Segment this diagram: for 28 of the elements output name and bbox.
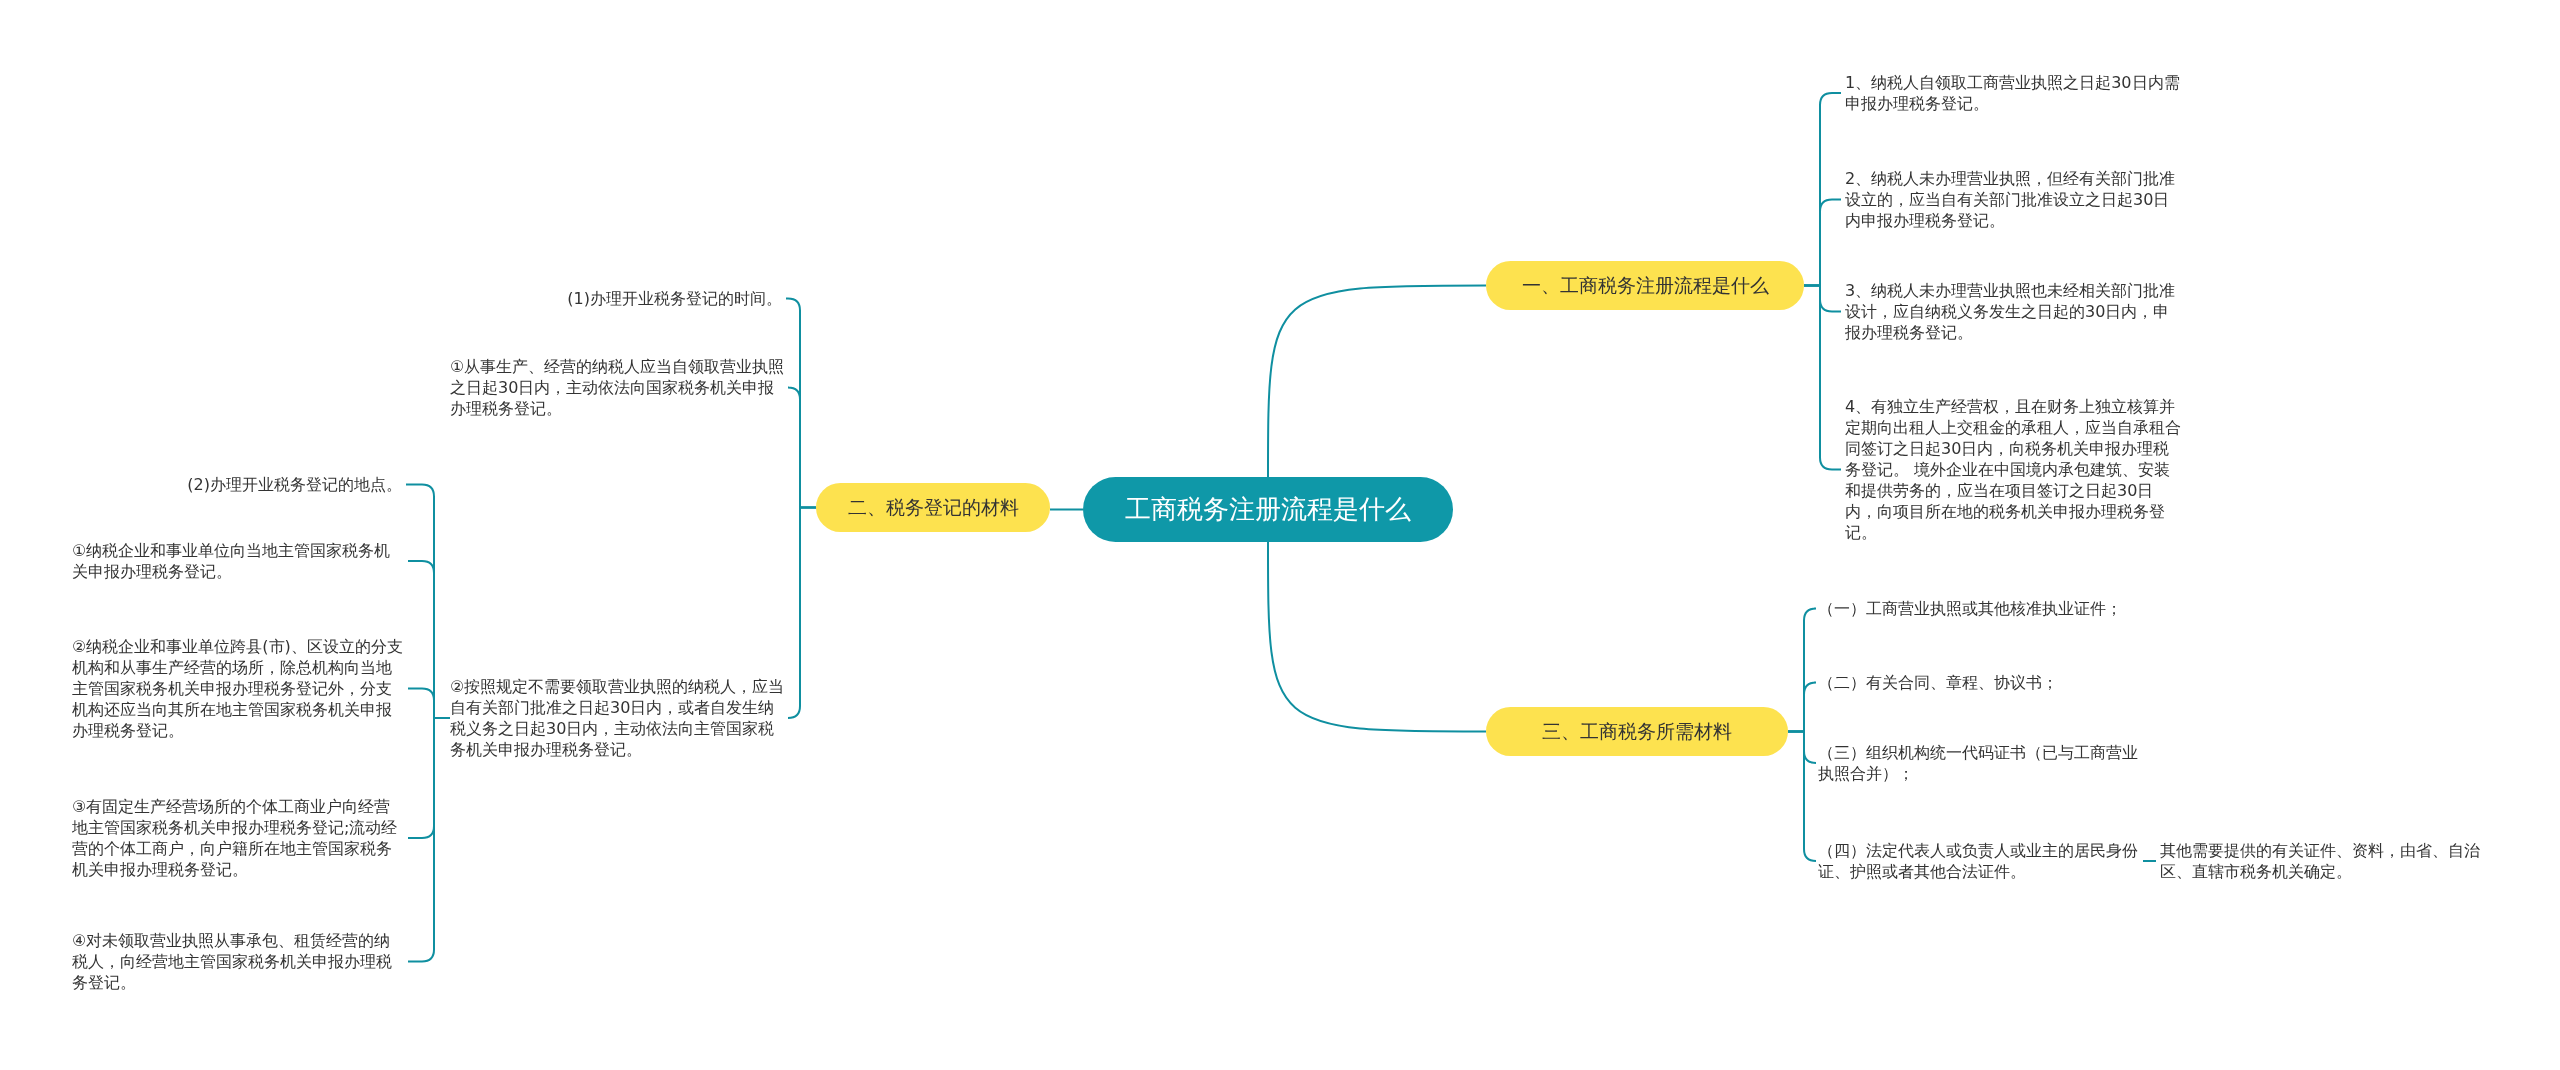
- text-note: ①纳税企业和事业单位向当地主管国家税务机关申报办理税务登记。: [72, 540, 404, 582]
- connector-line: [787, 506, 817, 719]
- text-note: 3、纳税人未办理营业执照也未经相关部门批准设计，应自纳税义务发生之日起的30日内，申报办理税务登记。: [1845, 280, 2185, 343]
- text-note: ③有固定生产经营场所的个体工商业户向经营地主管国家税务机关申报办理税务登记;流动经营的个体工商户，向户籍所在地主管国家税务机关申报办理税务登记。: [72, 796, 404, 880]
- text-note: （二）有关合同、章程、协议书；: [1818, 672, 2143, 693]
- text-note: (1)办理开业税务登记的时间。: [520, 288, 782, 309]
- branch-topic: 三、工商税务所需材料: [1486, 707, 1788, 756]
- text-note: 其他需要提供的有关证件、资料，由省、自治区、直辖市税务机关确定。: [2160, 840, 2500, 882]
- connector-line: [1267, 284, 1487, 478]
- text-note: （三）组织机构统一代码证书（已与工商营业执照合并）；: [1818, 742, 2143, 784]
- text-note: 1、纳税人自领取工商营业执照之日起30日内需申报办理税务登记。: [1845, 72, 2185, 114]
- text-note: ②按照规定不需要领取营业执照的纳税人，应当自有关部门批准之日起30日内，或者自发生纳税义务之日起30日内，主动依法向主管国家税务机关申报办理税务登记。: [450, 676, 785, 760]
- connector-line: [2142, 860, 2157, 862]
- branch-topic: 一、工商税务注册流程是什么: [1486, 261, 1804, 310]
- text-note: ②纳税企业和事业单位跨县(市)、区设立的分支机构和从事生产经营的场所，除总机构向当地主管国家税务机关申报办理税务登记外，分支机构还应当向其所在地主管国家税务机关申报办理税务登记。: [72, 636, 404, 741]
- connector-line: [1049, 508, 1084, 511]
- text-note: （一）工商营业执照或其他核准执业证件；: [1818, 598, 2143, 619]
- text-note: ④对未领取营业执照从事承包、租赁经营的纳税人，向经营地主管国家税务机关申报办理税务登记。: [72, 930, 404, 993]
- connector-line: [1803, 284, 1842, 471]
- text-note: (2)办理开业税务登记的地点。: [150, 474, 402, 495]
- text-note: 4、有独立生产经营权，且在财务上独立核算并定期向出租人上交租金的承租人，应当自承租合同签订之日起30日内，向税务机关申报办理税务登记。 境外企业在中国境内承包建筑、安装和提供劳务的，应当在项目签订之日起30日内，向项目所在地的税务机关申报办理税务登记。: [1845, 396, 2185, 543]
- central-topic: 工商税务注册流程是什么: [1083, 477, 1453, 542]
- connector-line: [1787, 730, 1817, 862]
- text-note: ①从事生产、经营的纳税人应当自领取营业执照之日起30日内，主动依法向国家税务机关申报办理税务登记。: [450, 356, 785, 419]
- text-note: （四）法定代表人或负责人或业主的居民身份证、护照或者其他合法证件。: [1818, 840, 2143, 882]
- text-note: 2、纳税人未办理营业执照，但经有关部门批准设立的，应当自有关部门批准设立之日起30日内申报办理税务登记。: [1845, 168, 2185, 231]
- connector-line: [1267, 541, 1487, 733]
- branch-topic: 二、税务登记的材料: [816, 483, 1050, 532]
